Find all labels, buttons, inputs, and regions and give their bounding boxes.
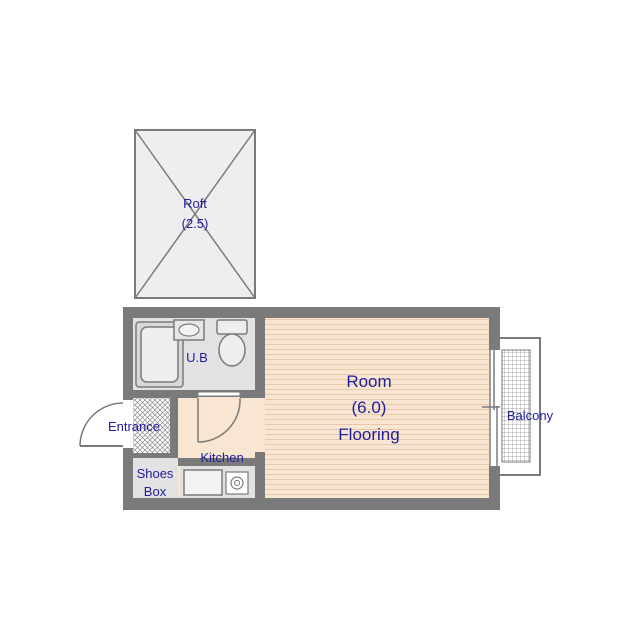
loft-size-label: (2.5) (182, 216, 209, 231)
door-swing-icon (197, 391, 241, 443)
shoes-box (133, 458, 178, 498)
entrance-label: Entrance (108, 419, 160, 434)
sliding-window-icon (482, 350, 500, 466)
balcony-label: Balcony (507, 408, 554, 423)
entrance-door-icon (79, 402, 124, 447)
interior-wall-bath (255, 318, 265, 398)
interior-wall-bath-bottom-2 (240, 390, 265, 398)
shoes-box-label-line1: Shoes (137, 466, 174, 481)
sink-icon (173, 319, 205, 341)
loft (134, 129, 256, 299)
interior-wall-bath-bottom (178, 390, 198, 398)
kitchen-wall-side (255, 452, 265, 498)
stove-icon (225, 471, 249, 495)
kitchen-wall (178, 458, 265, 466)
bathtub-icon (135, 321, 184, 388)
room-floor (265, 318, 489, 498)
kitchen-label: Kitchen (200, 450, 243, 465)
balcony (500, 337, 541, 476)
entrance-step (170, 398, 178, 458)
room-floor-label: Flooring (338, 425, 399, 444)
bath-label: U.B (186, 350, 208, 365)
room-size-label: (6.0) (352, 398, 387, 417)
room-name-label: Room (346, 372, 391, 391)
entrance-opening (123, 400, 133, 448)
toilet-icon (216, 319, 248, 367)
shoes-box-top (133, 453, 178, 458)
loft-name-label: Roft (183, 196, 207, 211)
shoes-box-label-line2: Box (144, 484, 167, 499)
